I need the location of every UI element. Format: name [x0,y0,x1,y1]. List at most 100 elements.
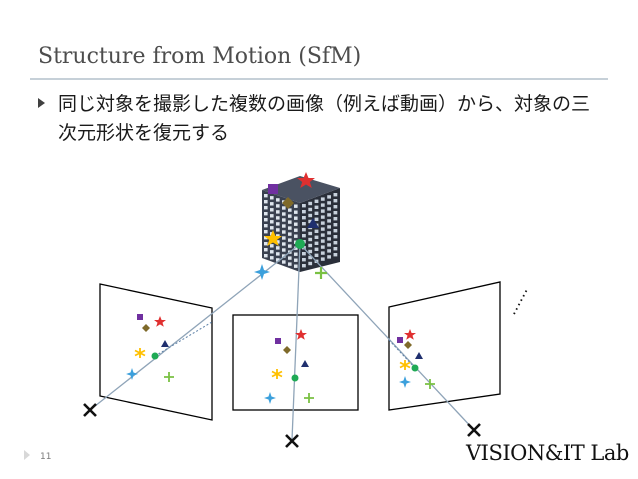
building-window [320,209,325,213]
slide-title: Structure from Motion (SfM) [38,44,362,69]
building-window [288,214,292,218]
building-window [314,253,319,257]
building-window [264,230,268,234]
building-window [320,257,325,261]
circle-marker [295,239,305,249]
square-marker [397,337,403,343]
building-window [276,246,280,250]
building-window [276,258,280,262]
building-window [308,201,313,206]
building-window [314,205,319,209]
building-window [333,193,338,197]
title-rule [30,78,608,80]
asterisk-marker [399,360,411,370]
building-window [327,195,331,199]
building-window [288,220,292,224]
building-window [320,245,325,249]
circle-marker [151,352,159,360]
plus-marker [304,393,314,403]
plus-marker [315,267,327,279]
building-window [294,204,298,208]
building-window [276,216,280,220]
star-marker [404,329,416,340]
diamond-marker [404,341,412,349]
building-window [333,253,338,257]
sparkle-marker [264,392,276,404]
building-window [308,207,313,212]
bullet-text: 同じ対象を撮影した複数の画像（例えば動画）から、対象の三次元形状を復元する [58,93,591,144]
building-window [282,242,286,246]
building-window [282,206,286,210]
ray-right [299,243,475,431]
right-image-points [397,329,435,389]
building-window [264,236,268,240]
building-window [288,226,292,230]
star-marker [154,316,166,327]
building-window [294,264,298,268]
building-window [302,264,306,268]
building-window [264,218,268,222]
sparkle-marker [399,376,411,388]
camera-center-left [83,403,97,417]
building-window [308,231,313,236]
bullet-arrow-icon [38,98,45,108]
building-window [333,241,338,245]
building-window [288,238,292,242]
building-window [320,227,325,231]
diamond-marker [283,346,291,354]
building-window [302,210,306,214]
building-window [327,231,331,235]
building-window [333,223,338,227]
building-window [314,241,319,245]
ray-center [291,243,301,441]
building-window [288,244,292,248]
building-window [308,249,313,254]
building-window [288,256,292,260]
building-window [302,204,306,208]
building-window [302,234,306,238]
building-window [327,201,331,205]
building-window [276,204,280,208]
building-window [314,247,319,251]
image-frame-left [99,283,213,421]
star-marker [297,172,315,188]
square-marker [275,338,281,344]
building-window [282,248,286,252]
star-marker [295,329,307,340]
building-window [276,198,280,202]
square-marker [137,314,143,320]
building-window [270,244,274,248]
building-window [294,216,298,220]
triangle-marker [301,360,309,367]
building-window [327,243,331,247]
image-frame-right [388,281,501,411]
building-window [282,236,286,240]
building-window [264,224,268,228]
building-window [288,232,292,236]
footer-arrow-icon [24,450,30,460]
building-window [264,242,268,246]
building-window [270,226,274,230]
lab-logo: VISION&IT Lab [466,441,629,465]
continuation-ellipsis: …… [502,283,532,318]
triangle-marker [161,340,169,347]
building-window [270,208,274,212]
building-window [333,211,338,215]
camera-center-middle [285,434,299,448]
building-window [333,205,338,209]
building-window [320,251,325,255]
building-window [327,237,331,241]
building-window [314,229,319,233]
building-window [333,217,338,221]
building-window [294,252,298,256]
circle-marker [291,374,299,382]
building-window [327,213,331,217]
building-window [270,256,274,260]
square-marker [268,184,278,194]
building-window [294,234,298,238]
star-marker [264,230,282,246]
building-window [282,260,286,264]
building-window [264,248,268,252]
plus-marker [425,379,435,389]
building-window [294,246,298,250]
